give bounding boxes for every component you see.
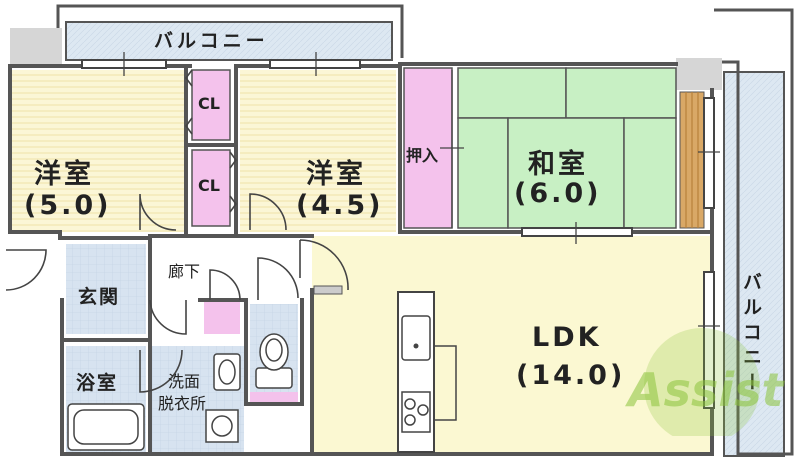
- western-room-1-name: 洋室: [34, 159, 94, 190]
- hallway-label: 廊下: [168, 262, 201, 281]
- washroom-label-2: 脱衣所: [158, 394, 207, 413]
- bathtub: [67, 403, 145, 451]
- oshiire-label: 押入: [406, 146, 439, 165]
- closet-lower-label: CL: [198, 176, 220, 195]
- column: [10, 28, 62, 66]
- closet-lower: [191, 149, 231, 227]
- washing-machine: [205, 409, 239, 443]
- balcony-right-rail: [714, 8, 794, 456]
- walls: [8, 62, 714, 456]
- washroom-label-1: 洗面: [168, 372, 201, 391]
- toilet-fixture: [255, 333, 293, 389]
- toilet-floor-strip: [250, 392, 298, 404]
- door-swings: [5, 69, 349, 393]
- column: [676, 58, 722, 90]
- western-room-1: [10, 70, 186, 232]
- balcony-right-label: バルコニー: [740, 272, 762, 397]
- ldk-size: (14.0): [516, 360, 626, 391]
- washbasin: [213, 353, 241, 391]
- closet-upper-label: CL: [198, 94, 220, 113]
- closet-upper: [191, 69, 231, 141]
- bathroom-label: 浴室: [76, 372, 119, 394]
- japanese-room-name: 和室: [528, 149, 588, 180]
- entrance: [66, 244, 146, 334]
- entrance-label: 玄関: [78, 286, 121, 308]
- assist-watermark: Assist: [625, 328, 786, 436]
- sink: [401, 315, 431, 361]
- ldk-room: [312, 236, 712, 454]
- hallway: [150, 236, 312, 298]
- japanese-room-size: (6.0): [514, 178, 602, 209]
- balcony-right: [723, 71, 785, 457]
- balcony-top: [65, 21, 393, 61]
- stove: [401, 391, 431, 433]
- balcony-top-label: バルコニー: [154, 30, 269, 52]
- western-room-2-size: (4.5): [296, 190, 384, 221]
- western-room-2-name: 洋室: [306, 159, 366, 190]
- western-room-1-size: (5.0): [24, 190, 112, 221]
- watermark-text: Assist: [625, 363, 786, 417]
- tatami-mats: [457, 67, 677, 229]
- western-room-2: [240, 70, 396, 232]
- ldk-name: LDK: [532, 322, 602, 353]
- washroom-pink: [204, 302, 240, 334]
